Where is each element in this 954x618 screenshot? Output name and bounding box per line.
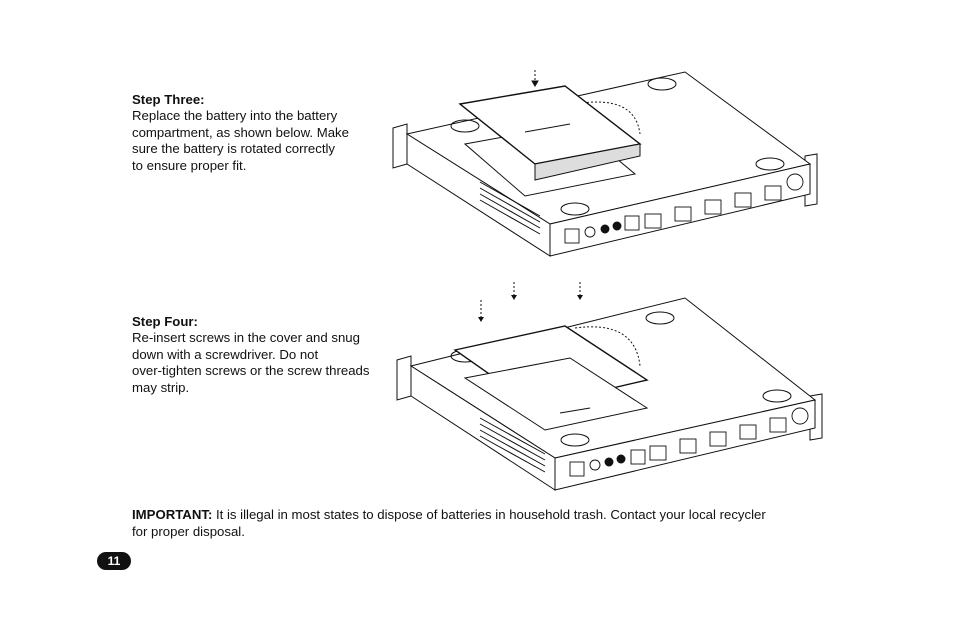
- battery-install-illustration: [385, 64, 835, 264]
- page-number-badge: 11: [97, 552, 131, 570]
- important-notice: IMPORTANT: It is illegal in most states …: [132, 506, 772, 540]
- important-text: It is illegal in most states to dispose …: [132, 507, 766, 539]
- step-three: Step Three: Replace the battery into the…: [132, 92, 382, 174]
- step-three-body: Replace the battery into the battery com…: [132, 108, 349, 173]
- step-four-body: Re-insert screws in the cover and snug d…: [132, 330, 370, 395]
- step-three-title: Step Three:: [132, 92, 205, 107]
- important-label: IMPORTANT:: [132, 507, 213, 522]
- step-four-title: Step Four:: [132, 314, 198, 329]
- cover-screws-illustration: [385, 278, 840, 496]
- step-four: Step Four: Re-insert screws in the cover…: [132, 314, 392, 396]
